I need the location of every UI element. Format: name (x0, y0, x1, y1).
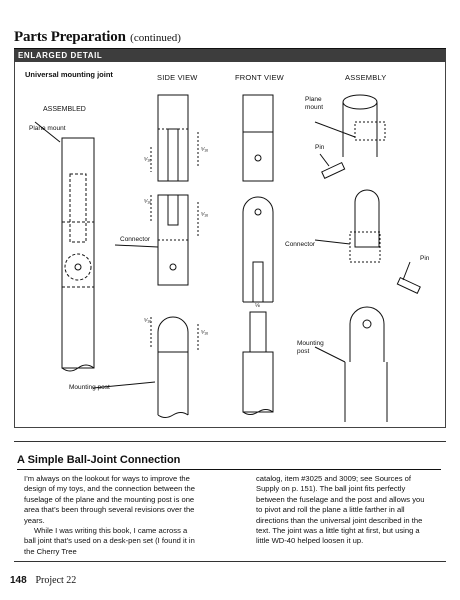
assembly-drawing (314, 94, 421, 422)
sidebar-title: A Simple Ball-Joint Connection (17, 454, 181, 466)
callout-pin-top: Pin (315, 144, 325, 151)
callout-mounting-post: Mounting post (69, 384, 110, 391)
page-title-continued: (continued) (130, 32, 181, 44)
page-header: Parts Preparation (continued) (14, 28, 446, 50)
front-view-title: FRONT VIEW (235, 73, 284, 82)
assembled-drawing (34, 121, 95, 372)
dimension-label: ⁵⁄₁₆ (144, 157, 152, 163)
callout-plane-mount: Plane mount (29, 125, 66, 132)
assembly-view-title: ASSEMBLY (345, 73, 387, 82)
callout-mounting-post-assembly: Mounting post (297, 340, 324, 355)
sidebar-divider (17, 469, 441, 470)
project-label: Project 22 (35, 575, 77, 586)
side-view-drawing (150, 94, 199, 418)
page-footer: 148 Project 22 (10, 575, 76, 586)
dimension-label: ⁵⁄₁₆ (201, 147, 209, 153)
front-view-drawing (242, 94, 274, 415)
dimension-label: ⅛ (255, 303, 260, 309)
sidebar-column-right: catalog, item #3025 and 3009; see Source… (256, 474, 432, 547)
callout-connector-assembly: Connector (285, 241, 315, 248)
dimension-label: ⁵⁄₁₆ (144, 318, 152, 324)
callout-connector: Connector (120, 236, 150, 243)
dimension-label: ⁵⁄₁₆ (201, 330, 209, 336)
callout-pin-right: Pin (420, 255, 430, 262)
sidebar-paragraph: While I was writing this book, I came ac… (24, 526, 195, 556)
sidebar-column-left: I’m always on the lookout for ways to im… (24, 474, 200, 557)
figure-heading: Universal mounting joint (25, 70, 113, 79)
page-title: Parts Preparation (14, 29, 126, 45)
callout-plane-mount-assembly: Plane mount (305, 96, 324, 111)
dimension-label: ⁵⁄₁₆ (144, 199, 152, 205)
side-view-title: SIDE VIEW (157, 73, 198, 82)
dimension-label: ⁵⁄₁₆ (201, 212, 209, 218)
sidebar-ball-joint: A Simple Ball-Joint Connection I’m alway… (14, 441, 446, 562)
sidebar-paragraph: I’m always on the lookout for ways to im… (24, 474, 195, 525)
page-number: 148 (10, 575, 27, 586)
figure-universal-joint: Universal mounting joint SIDE VIEW FRONT… (14, 62, 446, 428)
assembled-label: ASSEMBLED (43, 106, 86, 113)
figure-drawing (34, 94, 421, 422)
section-bar: Enlarged Detail (14, 49, 446, 62)
sidebar-paragraph: catalog, item #3025 and 3009; see Source… (256, 474, 425, 546)
